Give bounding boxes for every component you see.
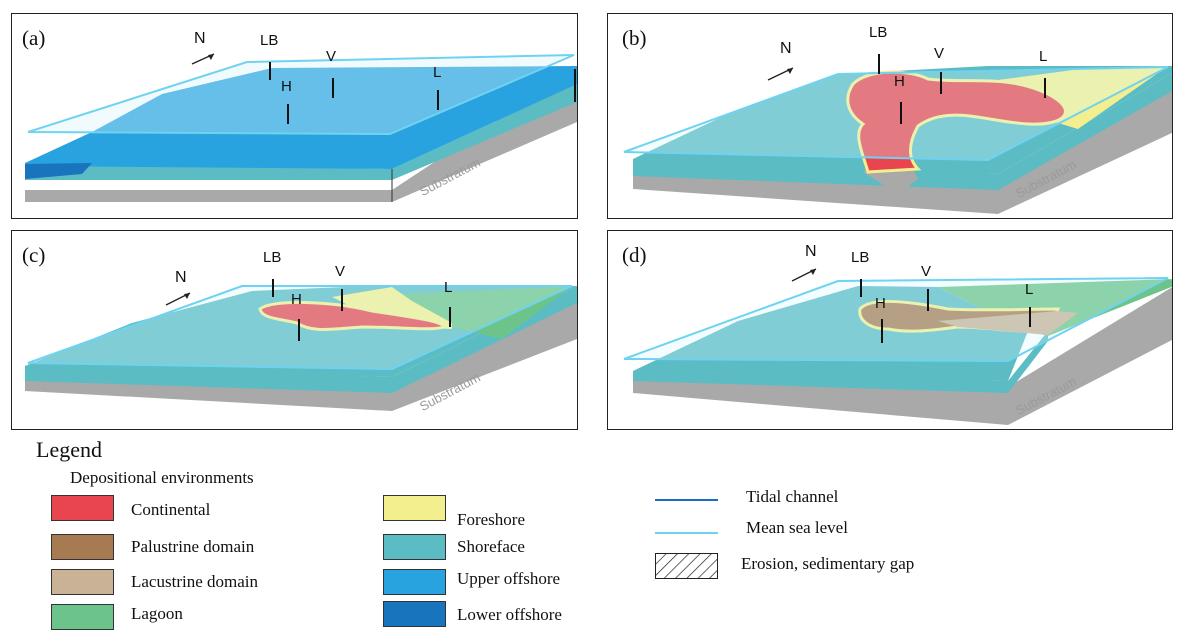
panel-label: (b)	[622, 26, 647, 50]
site-label-l: L	[433, 64, 442, 81]
continental-b	[846, 70, 1067, 174]
legend-swatch-continental	[51, 495, 114, 521]
site-markers-c	[272, 279, 451, 341]
panel-label: (d)	[622, 243, 647, 267]
lacustrine-d	[938, 311, 1078, 335]
legend-line-mean-sea-level	[655, 532, 718, 534]
substratum-d	[633, 287, 1172, 425]
site-label-lb: LB	[260, 32, 279, 49]
sea-level-a	[27, 54, 575, 136]
north-label: N	[194, 30, 206, 47]
legend-label: Shoreface	[457, 537, 525, 556]
north-label: N	[175, 269, 187, 286]
panel-c: (c) N LB H V L Substratum	[11, 230, 578, 430]
site-label-lb: LB	[869, 24, 888, 41]
site-label-v: V	[335, 263, 346, 280]
site-label-h: H	[281, 78, 292, 95]
substratum-c	[25, 293, 577, 411]
legend-swatch-erosion-hatched	[655, 553, 718, 579]
north-arrow-icon	[165, 292, 191, 306]
shoreface-d	[633, 331, 1048, 393]
legend-subtitle: Depositional environments	[70, 468, 254, 487]
legend-label: Foreshore	[457, 510, 525, 529]
north-arrow-icon	[791, 268, 817, 282]
legend-title: Legend	[36, 437, 102, 462]
site-markers-b	[878, 54, 1046, 124]
panel-d: (d) N LB H V L Substratum	[607, 230, 1173, 430]
legend-swatch-shoreface	[383, 534, 446, 560]
shoreface-b	[633, 73, 1172, 190]
panel-label: (c)	[22, 243, 46, 267]
legend-line-tidal-channel	[655, 499, 718, 501]
north-arrow-icon	[191, 53, 215, 65]
north-arrow-icon	[767, 67, 794, 81]
panel-b: (b) N LB H V L Substratum	[607, 13, 1173, 219]
site-label-v: V	[921, 263, 932, 280]
panel-a: (a) N LB H V L Substratum	[11, 13, 578, 219]
legend-label: Continental	[131, 500, 211, 519]
north-label: N	[780, 40, 792, 57]
lower-offshore-a	[25, 163, 92, 179]
legend-swatch-lower-offshore	[383, 601, 446, 627]
block-diagram-b	[623, 66, 1172, 214]
legend-swatch-foreshore	[383, 495, 446, 521]
site-label-l: L	[1025, 281, 1034, 298]
site-label-l: L	[1039, 48, 1048, 65]
legend-label: Lower offshore	[457, 605, 562, 624]
legend-label: Mean sea level	[746, 518, 848, 537]
site-label-lb: LB	[263, 249, 282, 266]
legend-label: Lagoon	[131, 604, 183, 623]
site-label-v: V	[934, 45, 945, 62]
legend-label: Palustrine domain	[131, 537, 255, 556]
site-label-v: V	[326, 48, 337, 65]
foreshore-b	[968, 66, 1168, 129]
sea-level-b	[623, 66, 1169, 162]
site-markers-a	[269, 62, 439, 124]
substratum-a	[25, 68, 577, 202]
legend-swatch-lagoon	[51, 604, 114, 630]
legend-swatch-palustrine	[51, 534, 114, 560]
north-label: N	[805, 243, 817, 260]
site-label-h: H	[291, 291, 302, 308]
site-label-l: L	[444, 279, 453, 296]
legend-label: Tidal channel	[746, 487, 839, 506]
block-diagram-d	[623, 277, 1172, 425]
legend-swatch-lacustrine	[51, 569, 114, 595]
legend-label: Erosion, sedimentary gap	[741, 554, 915, 573]
legend-label: Lacustrine domain	[131, 572, 258, 591]
legend-label: Upper offshore	[457, 569, 561, 588]
site-label-lb: LB	[851, 249, 870, 266]
panel-label: (a)	[22, 26, 46, 50]
lagoon-c	[382, 286, 572, 339]
shoreface-c	[25, 286, 577, 393]
substratum-b	[633, 85, 1172, 214]
sea-level-d	[623, 277, 1169, 363]
shoreface-a	[25, 84, 577, 180]
site-label-h: H	[875, 295, 886, 312]
site-label-h: H	[894, 73, 905, 90]
site-markers-d	[860, 279, 1031, 343]
legend-swatch-upper-offshore	[383, 569, 446, 595]
